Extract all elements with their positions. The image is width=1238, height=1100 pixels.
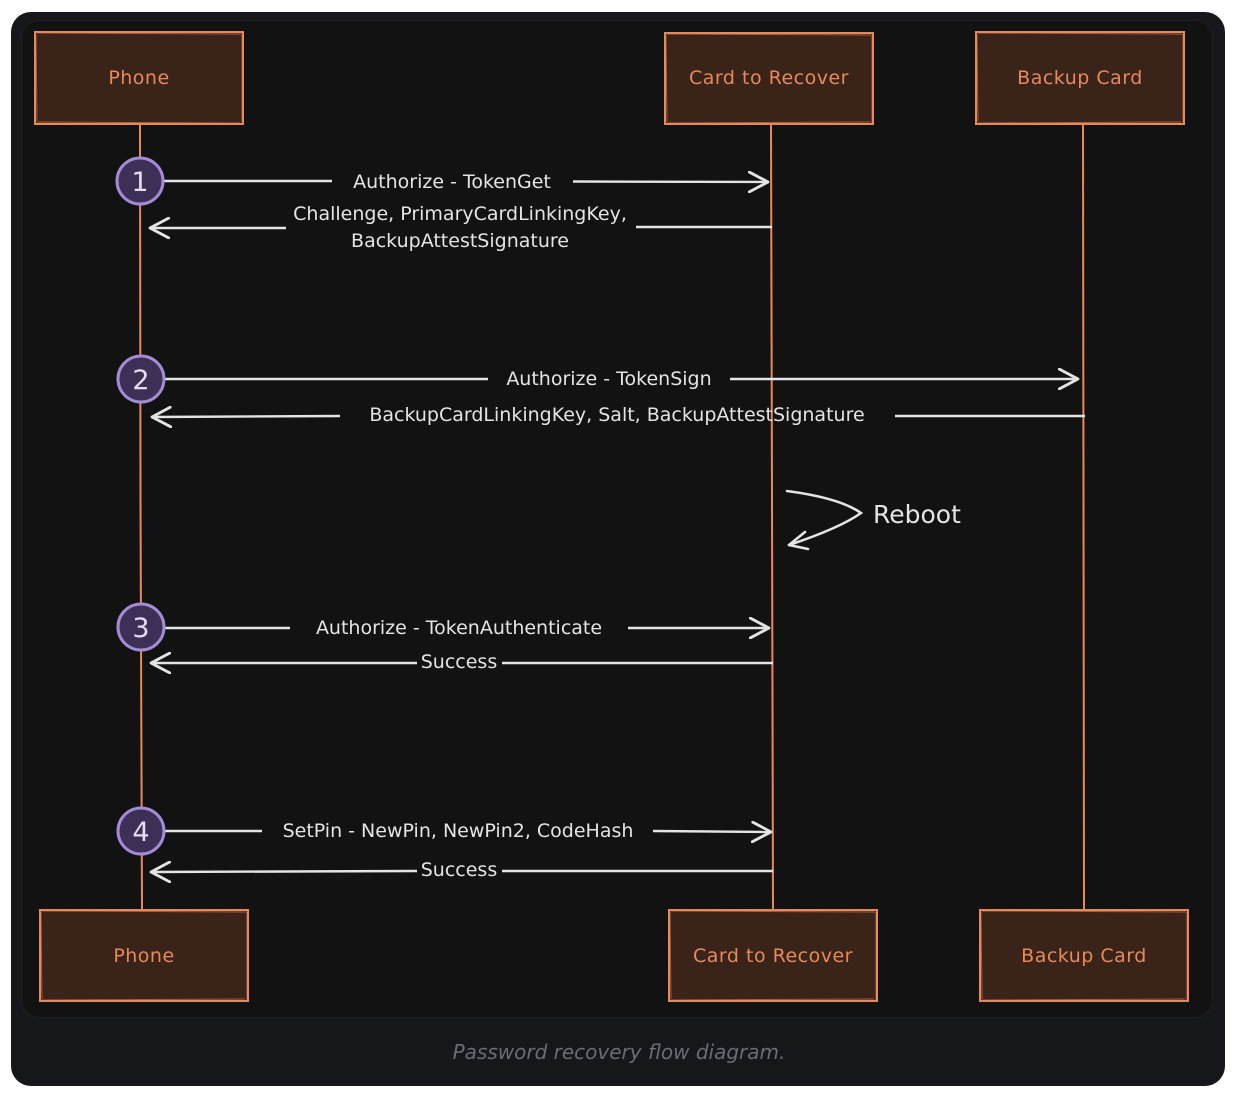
step-3-request-label: Authorize - TokenAuthenticate [316, 617, 602, 639]
participant-card-to-recover-bottom: Card to Recover [668, 909, 878, 1002]
step-1-number: 1 [131, 167, 148, 198]
step-4-number: 4 [132, 817, 149, 848]
step-1-request-label: Authorize - TokenGet [353, 171, 551, 193]
participant-label-phone: Phone [108, 67, 169, 89]
lifelines [139, 123, 1085, 911]
step-2-request-arrow: Authorize - TokenSign [165, 368, 1078, 390]
participant-backup-card-top: Backup Card [975, 31, 1185, 125]
participant-label-card-to-recover: Card to Recover [693, 945, 853, 967]
step-2-number: 2 [132, 365, 149, 396]
diagram-canvas [21, 20, 1213, 1018]
step-4-response-label: Success [421, 859, 497, 881]
step-2-request-label: Authorize - TokenSign [506, 368, 711, 390]
reboot-label: Reboot [873, 500, 961, 529]
participant-phone-bottom: Phone [39, 909, 249, 1002]
step-1-badge: 1 [115, 156, 165, 206]
step-1-response-arrow: Challenge, PrimaryCardLinkingKey, Backup… [150, 203, 772, 252]
participant-backup-card-bottom: Backup Card [979, 909, 1189, 1002]
step-1-response-label-line-1: Challenge, PrimaryCardLinkingKey, [293, 203, 627, 225]
step-2-response-label: BackupCardLinkingKey, Salt, BackupAttest… [369, 404, 864, 426]
step-3-number: 3 [132, 613, 149, 644]
step-1-response-label-line-2: BackupAttestSignature [351, 230, 569, 252]
step-3-response-label: Success [421, 651, 497, 673]
participant-label-backup-card: Backup Card [1017, 67, 1143, 89]
step-4-request-label: SetPin - NewPin, NewPin2, CodeHash [283, 820, 634, 842]
step-4-badge: 4 [116, 806, 166, 856]
reboot-self-loop: Reboot [785, 489, 961, 551]
diagram-card [11, 12, 1225, 1086]
step-3-badge: 3 [116, 602, 166, 652]
participant-label-card-to-recover: Card to Recover [689, 67, 849, 89]
step-4-request-arrow: SetPin - NewPin, NewPin2, CodeHash [165, 820, 771, 842]
step-4-response-arrow: Success [151, 859, 773, 881]
participant-phone-top: Phone [34, 31, 244, 125]
step-2-response-arrow: BackupCardLinkingKey, Salt, BackupAttest… [152, 404, 1085, 426]
lifeline-card-to-recover [770, 123, 774, 911]
step-1-request-arrow: Authorize - TokenGet [163, 171, 768, 193]
step-2-badge: 2 [116, 354, 166, 404]
participant-label-backup-card: Backup Card [1021, 945, 1147, 967]
lifeline-backup-card [1082, 123, 1085, 911]
participant-card-to-recover-top: Card to Recover [664, 32, 874, 125]
step-3-request-arrow: Authorize - TokenAuthenticate [165, 617, 769, 639]
step-3-response-arrow: Success [151, 651, 773, 673]
lifeline-phone [139, 123, 143, 911]
figure-caption: Password recovery flow diagram. [452, 1040, 786, 1064]
participant-label-phone: Phone [113, 945, 174, 967]
